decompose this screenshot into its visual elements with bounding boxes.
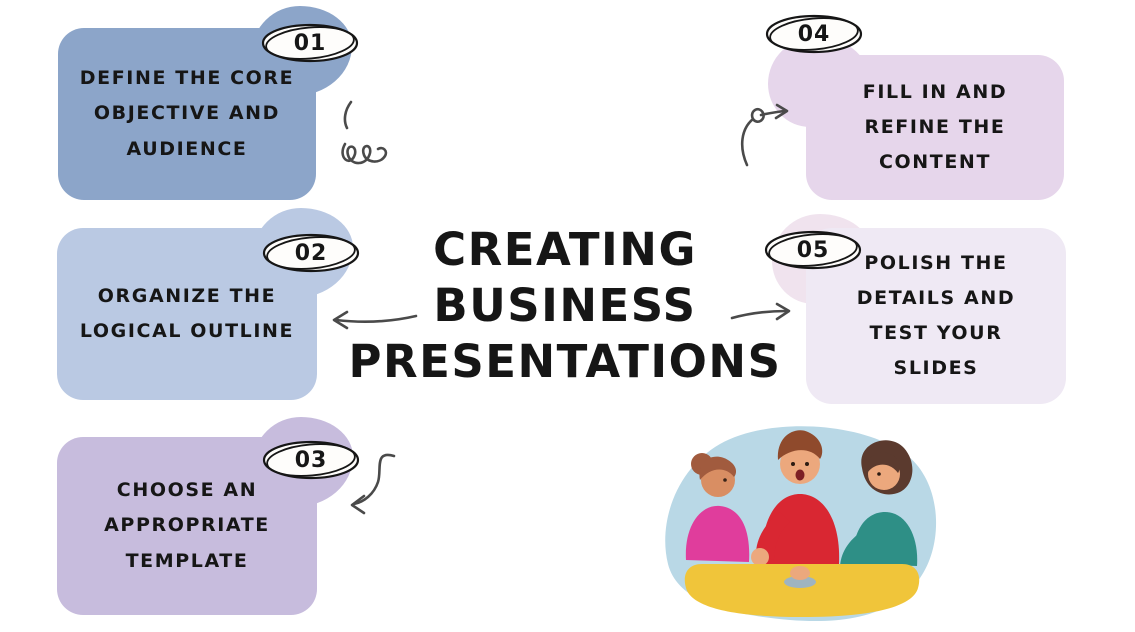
curved-arrow-up-right-icon — [740, 103, 789, 167]
card-1-panel: DEFINE THE CORE OBJECTIVE AND AUDIENCE — [58, 28, 316, 200]
step-5-number-badge: 05 — [762, 228, 864, 272]
step-5-number: 05 — [796, 237, 830, 263]
step-card-4: FILL IN AND REFINE THE CONTENT 04 — [765, 14, 1064, 200]
step-card-5: POLISH THE DETAILS AND TEST YOUR SLIDES … — [764, 214, 1066, 404]
title-line-1: CREATING — [433, 223, 697, 276]
step-3-label: CHOOSE AN APPROPRIATE TEMPLATE — [104, 479, 270, 572]
team-illustration — [665, 426, 937, 622]
loop-doodle-icon — [341, 100, 388, 165]
curved-arrow-down-left-icon — [350, 453, 396, 515]
step-1-number-badge: 01 — [259, 21, 361, 65]
card-4-panel: FILL IN AND REFINE THE CONTENT — [806, 55, 1064, 200]
table-item — [784, 576, 816, 588]
scribble-oval-icon — [262, 440, 360, 480]
scribble-oval-icon — [262, 233, 360, 273]
step-card-1: DEFINE THE CORE OBJECTIVE AND AUDIENCE 0… — [58, 6, 359, 200]
scribble-oval-icon — [765, 14, 863, 54]
step-2-number-badge: 02 — [260, 231, 362, 275]
center-person-open-palm — [751, 548, 769, 566]
scribble-oval-icon — [261, 23, 359, 63]
step-5-label: POLISH THE DETAILS AND TEST YOUR SLIDES — [856, 251, 1016, 380]
step-3-number: 03 — [294, 447, 328, 473]
main-title: CREATING BUSINESS PRESENTATIONS — [340, 222, 790, 389]
step-4-number-badge: 04 — [763, 12, 865, 56]
step-2-label: ORGANIZE THE LOGICAL OUTLINE — [79, 284, 295, 342]
arrow-right-icon — [730, 302, 791, 321]
title-line-2: BUSINESS — [433, 278, 697, 332]
step-1-number: 01 — [293, 30, 327, 56]
yellow-table — [684, 564, 920, 617]
step-card-3: CHOOSE AN APPROPRIATE TEMPLATE 03 — [57, 417, 360, 615]
scribble-oval-icon — [764, 230, 862, 270]
step-3-number-badge: 03 — [260, 438, 362, 482]
step-1-label: DEFINE THE CORE OBJECTIVE AND AUDIENCE — [79, 67, 295, 160]
arrow-left-icon — [332, 310, 418, 330]
step-4-number: 04 — [797, 21, 831, 47]
title-line-3: PRESENTATIONS — [348, 334, 782, 388]
center-person-open-mouth — [795, 469, 805, 481]
step-4-label: FILL IN AND REFINE THE CONTENT — [862, 80, 1008, 174]
step-2-number: 02 — [294, 240, 328, 266]
step-card-2: ORGANIZE THE LOGICAL OUTLINE 02 — [57, 208, 360, 400]
